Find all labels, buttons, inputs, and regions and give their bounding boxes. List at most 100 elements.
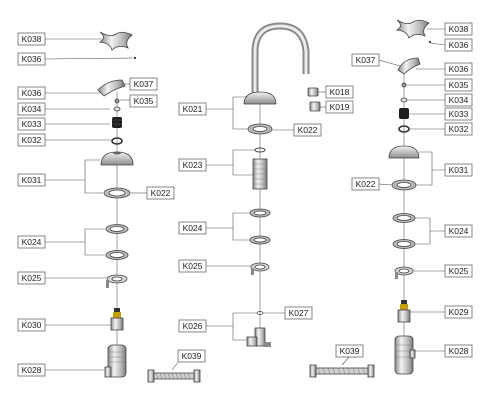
label-right-k031: K031 bbox=[444, 163, 473, 177]
svg-text:K034: K034 bbox=[449, 95, 469, 105]
label-left-k031: K031 bbox=[17, 173, 46, 187]
label-center-k024: K024 bbox=[178, 221, 207, 235]
svg-text:K036: K036 bbox=[22, 88, 42, 98]
svg-text:K026: K026 bbox=[183, 321, 203, 331]
svg-text:K033: K033 bbox=[22, 119, 42, 129]
label-right-k025: K025 bbox=[444, 264, 473, 278]
label-center-k019: K019 bbox=[325, 100, 354, 114]
right-assembly bbox=[309, 19, 446, 378]
center-assembly bbox=[147, 22, 326, 383]
label-center-k025: K025 bbox=[178, 259, 207, 273]
svg-text:K036: K036 bbox=[449, 40, 469, 50]
right-escutcheon bbox=[388, 145, 420, 159]
right-valve bbox=[397, 300, 411, 323]
left-cross-handle bbox=[98, 31, 137, 60]
svg-text:K025: K025 bbox=[22, 273, 42, 283]
svg-text:K022: K022 bbox=[298, 125, 318, 135]
center-thread bbox=[252, 147, 268, 190]
svg-text:K036: K036 bbox=[449, 64, 469, 74]
left-screw bbox=[113, 98, 121, 112]
left-assembly bbox=[44, 31, 147, 378]
svg-text:K028: K028 bbox=[22, 365, 42, 375]
right-cross-handle bbox=[395, 19, 432, 44]
label-right-k022: K022 bbox=[351, 177, 380, 191]
label-center-k023: K023 bbox=[178, 158, 207, 172]
label-left-k032: K032 bbox=[17, 133, 46, 147]
label-center-k018: K018 bbox=[325, 85, 354, 99]
label-center-k022: K022 bbox=[293, 123, 322, 137]
spout-base bbox=[243, 91, 277, 105]
left-washer bbox=[111, 137, 123, 145]
left-seal-ring bbox=[103, 187, 131, 199]
right-seal-ring bbox=[391, 179, 417, 191]
left-valve bbox=[110, 308, 124, 331]
svg-text:K019: K019 bbox=[330, 102, 350, 112]
right-lever-handle bbox=[397, 57, 421, 75]
label-left-k036-lever: K036 bbox=[17, 86, 46, 100]
center-elbow bbox=[246, 311, 271, 347]
label-left-k028: K028 bbox=[17, 363, 46, 377]
svg-text:K021: K021 bbox=[183, 104, 203, 114]
spout-arc bbox=[251, 22, 310, 97]
right-rings bbox=[392, 213, 416, 249]
svg-text:K018: K018 bbox=[330, 87, 350, 97]
svg-text:K037: K037 bbox=[134, 79, 154, 89]
right-body bbox=[394, 335, 416, 375]
svg-text:K038: K038 bbox=[449, 24, 469, 34]
aerator bbox=[307, 87, 321, 112]
labels: K038 K036 K036 K037 K035 K034 K033 K032 … bbox=[17, 22, 473, 377]
left-body bbox=[104, 344, 127, 378]
left-escutcheon bbox=[100, 151, 134, 166]
label-center-k027: K027 bbox=[284, 306, 313, 320]
svg-text:K032: K032 bbox=[449, 124, 469, 134]
svg-text:K025: K025 bbox=[449, 266, 469, 276]
label-right-k032: K032 bbox=[444, 122, 473, 136]
label-left-k038-top: K038 bbox=[17, 32, 46, 46]
svg-text:K030: K030 bbox=[22, 320, 42, 330]
label-left-k034: K034 bbox=[17, 102, 46, 116]
right-hose bbox=[309, 364, 375, 378]
left-nut bbox=[106, 274, 128, 288]
svg-text:K035: K035 bbox=[134, 96, 154, 106]
center-nut bbox=[250, 262, 270, 275]
right-nut bbox=[394, 266, 414, 279]
label-right-k034: K034 bbox=[444, 93, 473, 107]
left-cartridge bbox=[112, 117, 122, 128]
svg-text:K024: K024 bbox=[183, 223, 203, 233]
label-left-k037: K037 bbox=[129, 77, 158, 91]
svg-text:K024: K024 bbox=[449, 226, 469, 236]
label-left-k035: K035 bbox=[129, 94, 158, 108]
svg-text:K031: K031 bbox=[22, 175, 42, 185]
svg-text:K029: K029 bbox=[449, 307, 469, 317]
svg-text:K035: K035 bbox=[449, 80, 469, 90]
center-rings bbox=[249, 208, 271, 245]
label-left-k024: K024 bbox=[17, 235, 46, 249]
center-hose bbox=[147, 369, 201, 383]
left-lever-handle bbox=[97, 79, 126, 97]
label-right-k028: K028 bbox=[444, 344, 473, 358]
label-left-k033: K033 bbox=[17, 117, 46, 131]
svg-text:K027: K027 bbox=[289, 308, 309, 318]
label-right-k037: K037 bbox=[351, 53, 380, 67]
svg-text:K032: K032 bbox=[22, 135, 42, 145]
svg-text:K037: K037 bbox=[356, 55, 376, 65]
label-left-k022: K022 bbox=[146, 186, 175, 200]
svg-text:K033: K033 bbox=[449, 109, 469, 119]
label-right-k033: K033 bbox=[444, 107, 473, 121]
svg-text:K028: K028 bbox=[449, 346, 469, 356]
label-right-k038: K038 bbox=[444, 22, 473, 36]
label-center-k021: K021 bbox=[178, 102, 207, 116]
label-left-k036-top: K036 bbox=[17, 52, 46, 66]
label-center-k026: K026 bbox=[178, 319, 207, 333]
svg-text:K024: K024 bbox=[22, 237, 42, 247]
svg-text:K022: K022 bbox=[356, 179, 376, 189]
label-right-k036-lever: K036 bbox=[444, 62, 473, 76]
left-rings bbox=[105, 224, 129, 260]
right-screw bbox=[400, 82, 408, 103]
svg-text:K038: K038 bbox=[22, 34, 42, 44]
center-seal bbox=[247, 123, 273, 135]
svg-text:K036: K036 bbox=[22, 54, 42, 64]
label-right-k029: K029 bbox=[444, 305, 473, 319]
spout-highlight bbox=[253, 24, 308, 97]
